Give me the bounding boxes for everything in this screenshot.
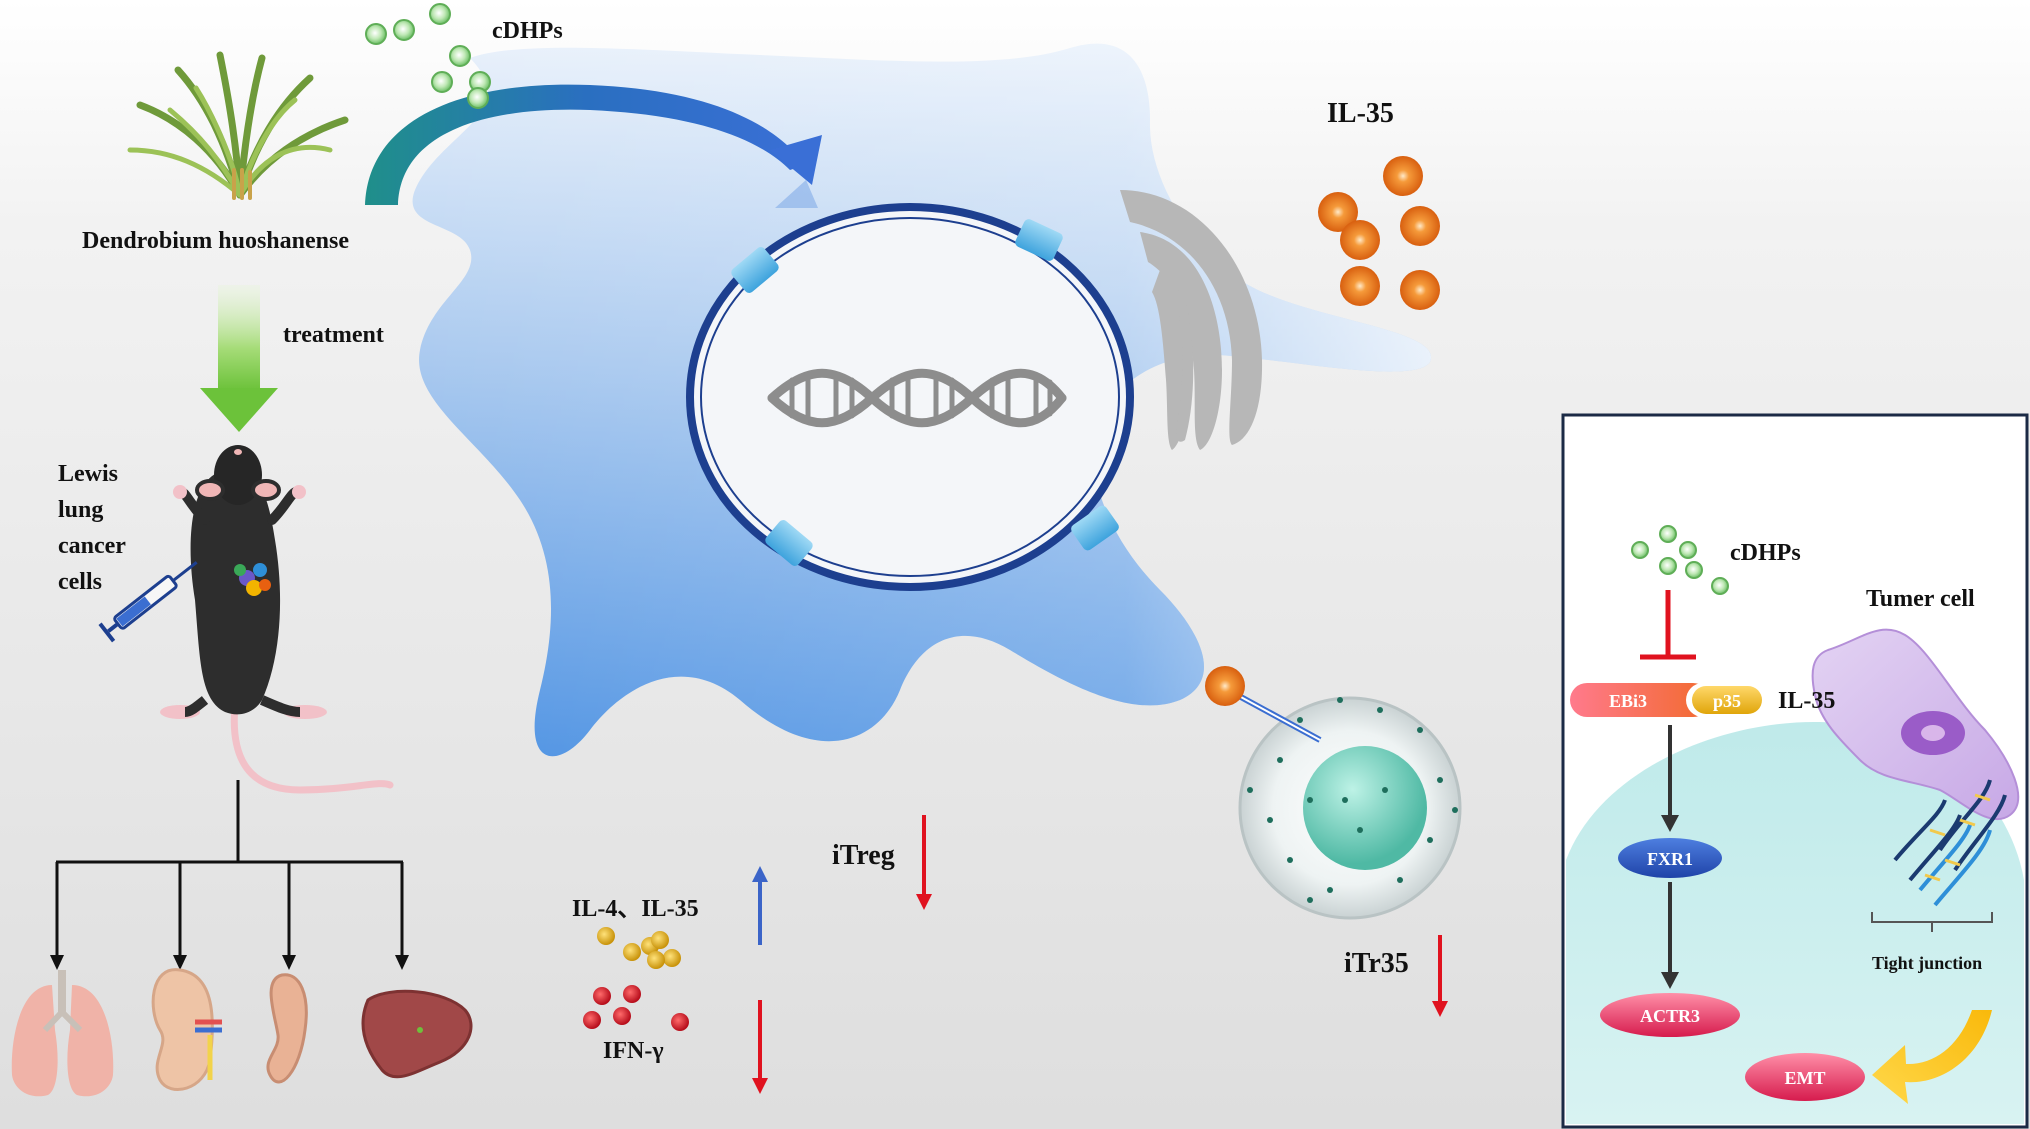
mechanism-inset-panel: EBi3 p35 FXR1 ACTR3 EMT xyxy=(1561,413,2029,1129)
tight-junction-icon xyxy=(1893,779,2007,907)
itr35-label: iTr35 xyxy=(1344,948,1409,979)
plant-icon xyxy=(127,51,349,200)
emt-node xyxy=(1745,1053,1865,1101)
ifn-gamma-particles xyxy=(583,985,689,1031)
lewis-label-text: Lewis lung cancer cells xyxy=(58,461,126,595)
inset-cdhps-particles xyxy=(1631,525,1729,595)
nuclear-pore-icon xyxy=(731,219,1119,566)
tumor-cell-label: Tumer cell xyxy=(1866,586,1975,612)
p35-label: p35 xyxy=(1713,691,1741,711)
treatment-label: treatment xyxy=(283,322,384,348)
liver-icon xyxy=(361,989,473,1079)
uptake-arrow xyxy=(365,84,822,208)
plant-label: Dendrobium huoshanense xyxy=(82,228,349,254)
inset-il35-label: IL-35 xyxy=(1778,688,1836,714)
il4-il35-particles xyxy=(597,927,681,969)
il4-up-arrow xyxy=(752,866,768,945)
itreg-label: iTreg xyxy=(832,840,895,871)
syringe-icon xyxy=(98,561,198,643)
lewis-label: Lewis lung cancer cells xyxy=(58,456,168,600)
spleen-icon xyxy=(266,973,308,1084)
golgi-icon xyxy=(1120,190,1263,450)
pathway-arrows xyxy=(1661,725,1679,989)
organ-branch-lines xyxy=(55,780,404,960)
ifn-gamma-label: IFN-γ xyxy=(603,1038,664,1064)
tumor-icon xyxy=(234,563,271,596)
emt-label: EMT xyxy=(1784,1068,1825,1088)
itr35-down-arrow xyxy=(1432,935,1448,1017)
il35-particles xyxy=(1318,156,1440,310)
actr3-node xyxy=(1600,993,1740,1037)
itr35-cell-icon xyxy=(1205,666,1462,920)
inhibition-symbol xyxy=(1640,590,1696,660)
emt-arrow xyxy=(1872,1010,1992,1104)
fxr1-node xyxy=(1618,838,1722,878)
actr3-label: ACTR3 xyxy=(1640,1006,1700,1026)
cdhps-label: cDHPs xyxy=(492,18,563,44)
mouse-icon xyxy=(160,445,394,794)
tight-junction-label: Tight junction xyxy=(1872,953,1983,973)
ifn-down-arrow xyxy=(752,1000,768,1094)
il4-il35-label: IL-4、IL-35 xyxy=(572,896,699,922)
treatment-arrow xyxy=(200,285,278,432)
antigen-presenting-cell xyxy=(412,43,1432,757)
tight-junction-bracket xyxy=(1871,912,1993,932)
il35-complex: EBi3 p35 xyxy=(1570,683,1762,717)
dna-icon xyxy=(767,368,1067,428)
fxr1-label: FXR1 xyxy=(1647,849,1693,869)
itreg-down-arrow xyxy=(916,815,932,910)
inset-cdhps-label: cDHPs xyxy=(1730,540,1801,566)
il35-label: IL-35 xyxy=(1327,98,1394,129)
lungs-icon xyxy=(11,970,114,1097)
ebi3-label: EBi3 xyxy=(1609,691,1647,711)
nucleus xyxy=(686,203,1134,591)
branch-arrowheads xyxy=(50,955,409,970)
cdhps-particles xyxy=(365,3,491,109)
kidney-icon xyxy=(151,968,222,1091)
